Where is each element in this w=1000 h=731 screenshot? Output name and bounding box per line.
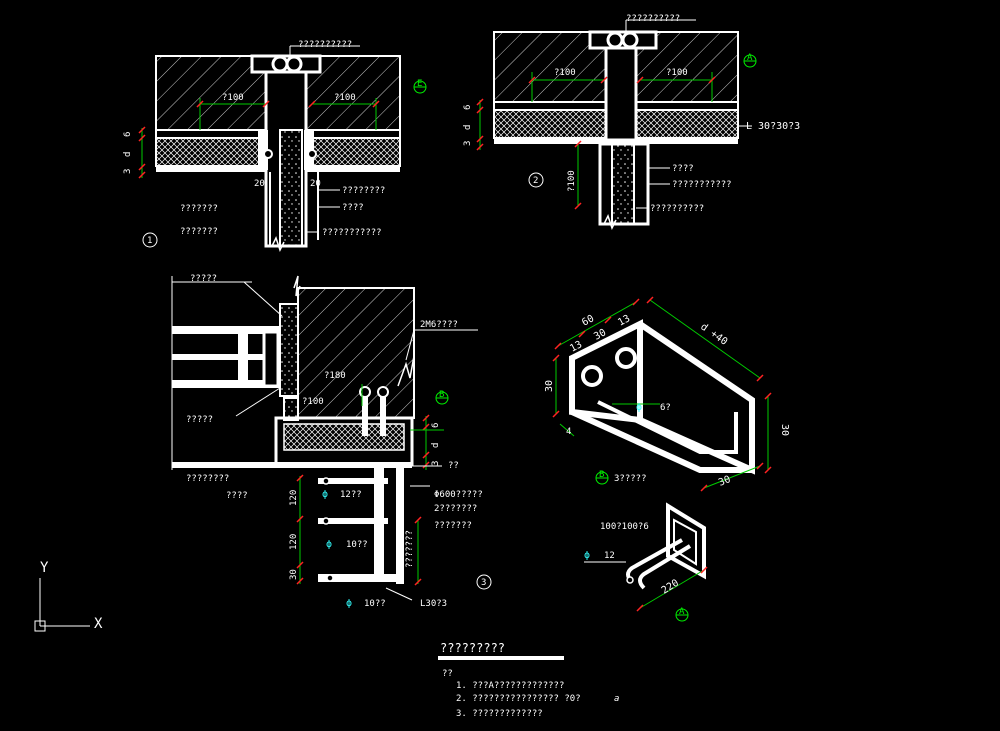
- detail2-dim-vertical-100: ?100: [567, 170, 577, 192]
- bracket-dim-30: 30: [592, 327, 608, 342]
- notes-item-3: 3. ?????????????: [456, 709, 543, 719]
- detail1-dim-d: d: [123, 152, 133, 157]
- axis-x-label: X: [94, 616, 103, 632]
- detail1-label-d: ???????: [180, 204, 218, 214]
- detail1-top-label: ??????????: [298, 40, 352, 50]
- detail2-dim-left-100: ?100: [554, 68, 576, 78]
- detail3-dim-3: 3: [431, 461, 441, 466]
- bracket-hole-label: 6?: [660, 403, 671, 413]
- detail3-rebar-2: 10??: [346, 540, 368, 550]
- iso-bracket: 60 13 30 13 d +40 30 30 30 4 ϕ 6? B 3???…: [544, 296, 790, 492]
- detail3-dim-120-b: 120: [289, 534, 299, 550]
- anchor-dim-220: 220: [660, 578, 681, 597]
- svg-text:B: B: [599, 470, 604, 480]
- detail2-label-c: ??????????: [650, 204, 704, 214]
- detail3-dim-180: ?180: [324, 371, 346, 381]
- ucs-axis-icon: Y X: [34, 560, 103, 632]
- notes-title-underline: [438, 656, 564, 660]
- svg-text:3: 3: [481, 578, 486, 588]
- notes-title: ?????????: [440, 641, 505, 655]
- svg-text:E: E: [417, 79, 422, 89]
- detail2-dim-right-100: ?100: [666, 68, 688, 78]
- detail3-label-vertical: ???????: [405, 530, 415, 568]
- detail1-dim-6: 6: [123, 132, 133, 137]
- notes-prefix: ??: [442, 669, 453, 679]
- detail3-label-left-low: ????????: [186, 474, 229, 484]
- bracket-dim-right-30: 30: [779, 424, 790, 436]
- notes-item-2: 2. ???????????????? ?0?: [456, 694, 581, 704]
- detail3-label-2: 2???????: [434, 504, 477, 514]
- detail2-label-a: ????: [672, 164, 694, 174]
- detail2-label-b: ???????????: [672, 180, 732, 190]
- detail3-dim-6: 6: [431, 423, 441, 428]
- detail1-label-e: ???????: [180, 227, 218, 237]
- detail3-phi-1: ϕ: [322, 489, 328, 500]
- detail3-label-3: ???????: [434, 521, 472, 531]
- detail3-label-left-low2: ????: [226, 491, 248, 501]
- detail3-dim-30: 30: [289, 569, 299, 580]
- bracket-phi: ϕ: [636, 402, 642, 413]
- bracket-dim-left-30: 30: [544, 380, 555, 392]
- detail3-dim-120-a: 120: [289, 490, 299, 506]
- detail-1: ?????????? ?100 ?100 6 d 3 20 20 ???????…: [123, 40, 427, 252]
- detail2-dim-6: 6: [463, 105, 473, 110]
- detail3-rebar-1: 12??: [340, 490, 362, 500]
- svg-text:A: A: [679, 607, 685, 617]
- iso-anchor: 100?100?6 ϕ 12 220 A: [584, 502, 708, 622]
- concrete-wall-3: [297, 287, 415, 419]
- detail1-dim-right-100: ?100: [334, 93, 356, 103]
- svg-text:2: 2: [533, 176, 538, 186]
- anchor-phi: ϕ: [584, 550, 590, 561]
- bracket-hole-2: [615, 347, 637, 369]
- detail3-phi-3: ϕ: [346, 598, 352, 609]
- detail2-top-label: ??????????: [626, 14, 680, 24]
- detail-2: ?????????? ?100 ?100 L 30?30?3 ?100 6 d …: [463, 14, 800, 230]
- detail1-marker: [142, 232, 158, 248]
- bracket-dim-4: 4: [566, 427, 571, 437]
- detail3-marker: [476, 574, 492, 590]
- detail1-dim-20-left: 20: [254, 179, 265, 189]
- bracket-dim-bottom-30: 30: [717, 474, 732, 489]
- detail1-label-a: ????????: [342, 186, 385, 196]
- bracket-dim-13b: 13: [616, 313, 632, 328]
- detail1-dim-20-right: 20: [310, 179, 321, 189]
- detail3-label-left-mid: ?????: [186, 415, 213, 425]
- detail2-dim-3: 3: [463, 141, 473, 146]
- detail-3: ????? 2M6???? ?180 ?100 ????? ???????? ?…: [171, 274, 492, 609]
- detail2-marker: [528, 172, 544, 188]
- axis-y-label: Y: [40, 560, 49, 576]
- detail2-angle-label: L 30?30?3: [746, 121, 800, 132]
- detail3-dim-100: ?100: [302, 397, 324, 407]
- detail3-label-2m6: 2M6????: [420, 320, 458, 330]
- svg-text:A: A: [747, 53, 753, 63]
- detail1-dim-left-100: ?100: [222, 93, 244, 103]
- bracket-hole-1: [581, 365, 603, 387]
- notes-block: ????????? ?? 1. ???A????????????? 2. ???…: [438, 641, 619, 719]
- detail2-dim-d: d: [463, 125, 473, 130]
- svg-text:1: 1: [147, 236, 152, 246]
- svg-text:B: B: [439, 390, 444, 400]
- bracket-dim-d40: d +40: [698, 321, 729, 347]
- detail3-rebar-3: 10??: [364, 599, 386, 609]
- bracket-dim-13a: 13: [568, 339, 584, 354]
- detail3-label-600: Φ600?????: [434, 490, 483, 500]
- notes-italic-a: a: [614, 694, 619, 704]
- detail3-label-top: ?????: [190, 274, 217, 284]
- bracket-dim-60: 60: [580, 313, 596, 328]
- anchor-bar-label: 12: [604, 551, 615, 561]
- detail1-label-c: ???????????: [322, 228, 382, 238]
- detail3-phi-2: ϕ: [326, 539, 332, 550]
- detail3-dim-d: d: [431, 443, 441, 448]
- detail1-label-b: ????: [342, 203, 364, 213]
- notes-item-1: 1. ???A?????????????: [456, 681, 564, 691]
- bracket-caption: 3?????: [614, 474, 647, 484]
- detail3-label-qq: ??: [448, 461, 459, 471]
- detail3-angle-label: L30?3: [420, 599, 447, 609]
- detail1-dim-3: 3: [123, 169, 133, 174]
- anchor-plate-label: 100?100?6: [600, 522, 649, 532]
